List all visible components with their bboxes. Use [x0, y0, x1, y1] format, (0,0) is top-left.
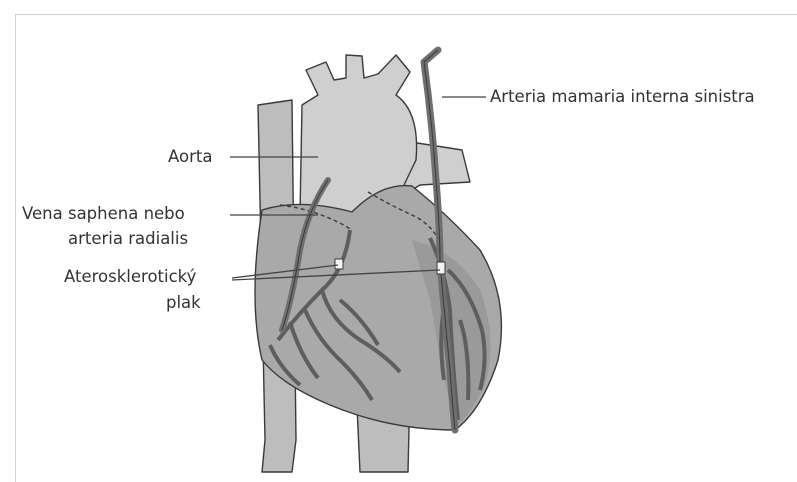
label-plaque-line2: plak: [166, 292, 201, 314]
heart-illustration: [255, 50, 501, 472]
plaque-mark-right: [437, 262, 445, 274]
label-vein-line1: Vena saphena nebo: [22, 203, 185, 225]
label-lima: Arteria mamaria interna sinistra: [490, 86, 755, 108]
label-plaque-line1: Aterosklerotický: [64, 266, 196, 288]
label-aorta: Aorta: [168, 146, 212, 168]
plaque-mark-left: [335, 259, 343, 269]
label-vein-line2: arteria radialis: [68, 228, 188, 250]
